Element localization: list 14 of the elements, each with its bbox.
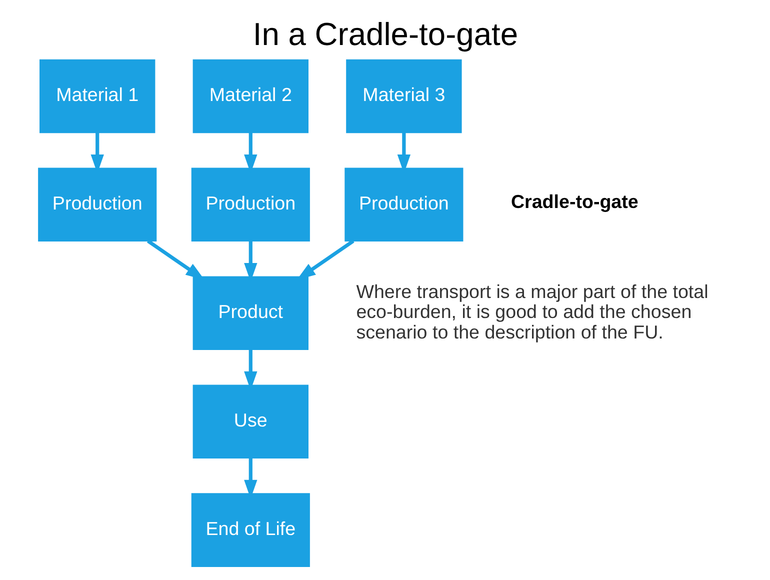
node-box: Production: [38, 168, 156, 242]
arrow: [296, 240, 354, 280]
node-box: Material 3: [346, 59, 462, 134]
node-box: Product: [192, 276, 308, 350]
arrow: [146, 240, 204, 280]
label: Where transport is a major part of the total eco-burden, it is good to add the chosen scenario to the description of the FU.: [356, 280, 708, 342]
node-box: Material 1: [39, 59, 155, 134]
diagram-title: In a Cradle-to-gate: [252, 16, 518, 52]
node-box: End of Life: [190, 493, 310, 567]
node-box: Use: [192, 384, 308, 458]
node-box: Material 2: [192, 59, 308, 134]
node-box: Production: [344, 168, 463, 242]
node-box: Production: [190, 168, 310, 242]
label: Cradle-to-gate: [510, 191, 638, 212]
